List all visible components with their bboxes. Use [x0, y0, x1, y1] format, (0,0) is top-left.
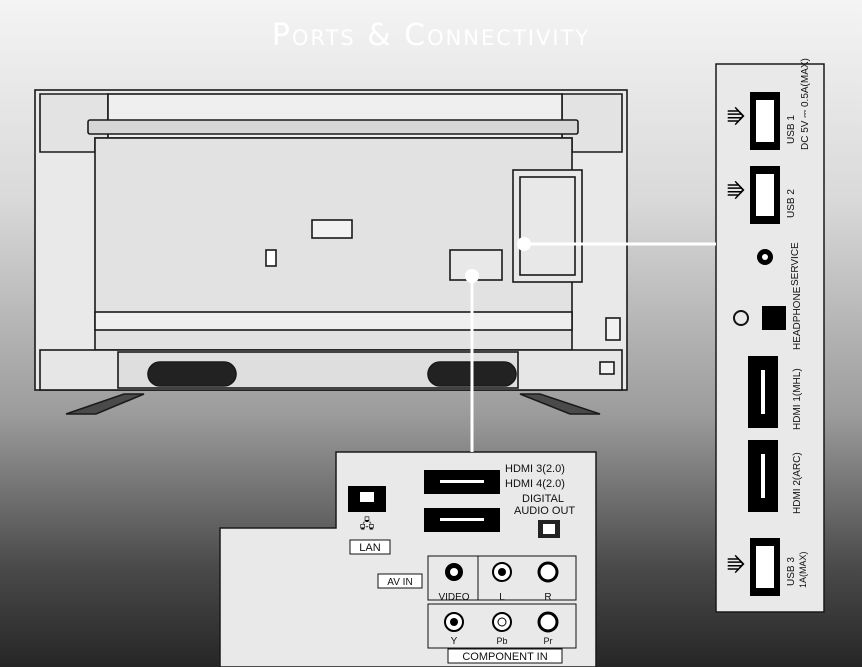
label-usb1-spec: DC 5V ⎓ 0.5A(MAX)	[800, 58, 811, 150]
headphone-port	[733, 306, 786, 330]
label-hdmi2: HDMI 2(ARC)	[792, 452, 803, 514]
label-hdmi1: HDMI 1(MHL)	[792, 368, 803, 430]
component-y-jack	[444, 612, 464, 632]
side-panel: ⭆ ⭆ ⭆ USB 1 DC 5V ⎓ 0.5A(MAX)	[715, 58, 825, 613]
tv-back	[34, 89, 628, 415]
usb-icon: ⭆	[727, 181, 745, 203]
rear-panel: HDMI 3(2.0) HDMI 4(2.0) DIGITAL AUDIO OU…	[219, 451, 597, 667]
label-usb3-spec: 1A(MAX)	[798, 551, 808, 588]
label-usb3: USB 3	[786, 557, 797, 586]
usb-icon: ⭆	[727, 555, 745, 577]
lan-port	[348, 486, 386, 512]
label-r: R	[544, 592, 551, 603]
label-component-in: COMPONENT IN	[462, 651, 547, 663]
usb3-port: ⭆	[727, 538, 780, 596]
page-title: Ports & Connectivity	[271, 18, 591, 53]
network-icon: 🖧	[360, 516, 375, 531]
label-y: Y	[451, 636, 458, 647]
hdmi1-port	[748, 356, 778, 428]
label-usb2: USB 2	[786, 189, 797, 218]
hdmi2-port	[748, 440, 778, 512]
label-av-in: AV IN	[387, 577, 412, 588]
video-jack	[445, 563, 463, 581]
hdmi3-port	[424, 470, 500, 494]
service-port	[757, 249, 773, 265]
label-headphone: HEADPHONE	[792, 286, 803, 350]
audio-r-jack	[537, 561, 559, 583]
label-audio-out: AUDIO OUT	[514, 505, 575, 517]
label-usb1: USB 1	[786, 115, 797, 144]
label-service: SERVICE	[790, 242, 801, 286]
usb2-port: ⭆	[727, 166, 780, 224]
component-pb-jack	[492, 612, 512, 632]
hdmi4-port	[424, 508, 500, 532]
usb-icon: ⭆	[727, 107, 745, 129]
audio-l-jack	[492, 562, 512, 582]
optical-port	[538, 520, 560, 538]
label-lan: LAN	[359, 542, 380, 554]
label-pr: Pr	[544, 636, 553, 646]
label-pb: Pb	[496, 636, 507, 646]
usb1-port: ⭆	[727, 92, 780, 150]
label-hdmi3: HDMI 3(2.0)	[505, 463, 565, 475]
label-video: VIDEO	[438, 592, 469, 603]
headphone-icon	[733, 310, 749, 326]
label-l: L	[499, 592, 505, 603]
label-hdmi4: HDMI 4(2.0)	[505, 478, 565, 490]
component-pr-jack	[537, 611, 559, 633]
label-digital: DIGITAL	[522, 493, 564, 505]
callout-lines	[465, 237, 716, 452]
